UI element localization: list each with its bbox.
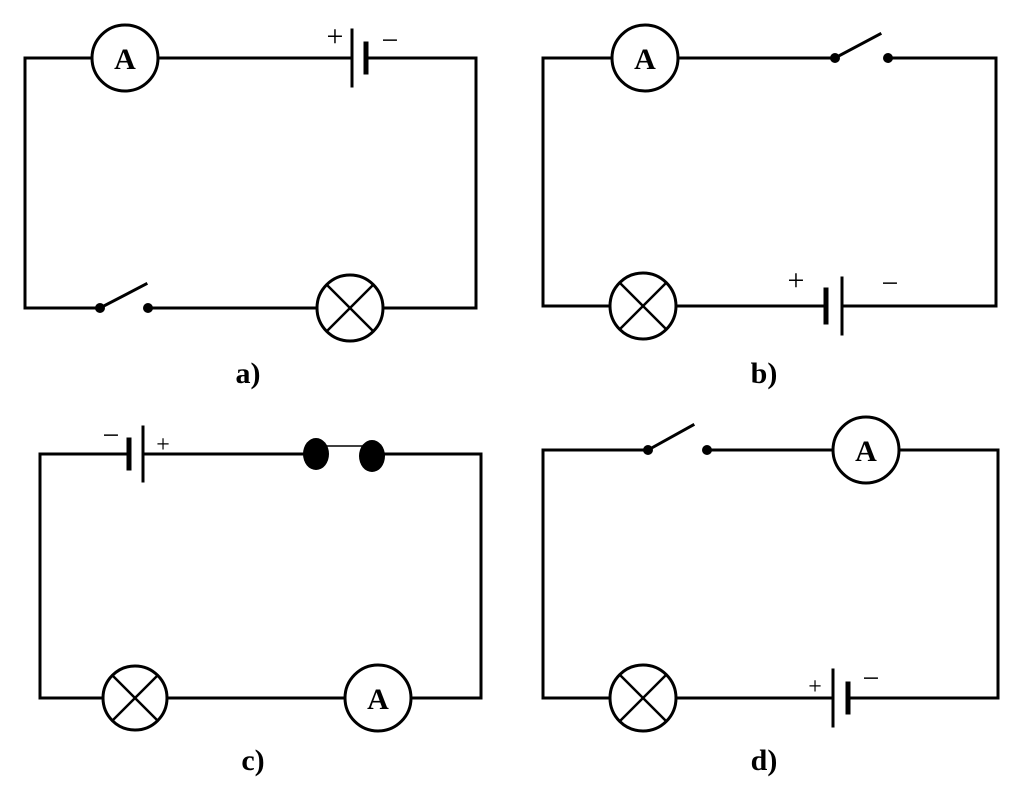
circuit-a: A + − a) — [23, 20, 478, 390]
battery-plus-sign: + — [327, 20, 344, 53]
circuit-c-switch — [303, 438, 385, 472]
circuit-d-lamp — [608, 663, 678, 733]
circuit-d-battery: + − — [808, 662, 880, 728]
circuit-d: A + − d) — [541, 415, 1000, 777]
battery-minus-sign: − — [382, 24, 399, 57]
circuit-c-lamp — [101, 664, 169, 732]
circuit-d-caption: d) — [751, 744, 778, 777]
circuit-b-battery: + − — [788, 264, 899, 336]
circuit-c-battery: − + — [103, 419, 170, 483]
circuit-d-switch — [643, 422, 712, 455]
circuit-b-wire — [541, 56, 998, 308]
circuit-a-lamp — [315, 273, 385, 343]
battery-minus-sign: − — [882, 267, 899, 300]
ammeter-label: A — [855, 435, 877, 468]
ammeter-label: A — [114, 43, 136, 76]
circuit-b-ammeter: A — [610, 23, 680, 93]
circuit-c: − + A c) — [38, 419, 483, 777]
battery-plus-sign: + — [788, 264, 805, 297]
circuit-c-ammeter: A — [343, 663, 413, 733]
circuit-b-switch — [830, 31, 893, 63]
battery-minus-sign: − — [103, 419, 120, 452]
circuit-a-wire — [23, 56, 478, 310]
circuit-b: A + − b) — [541, 23, 998, 390]
circuit-b-caption: b) — [751, 357, 778, 390]
circuit-d-ammeter: A — [831, 415, 901, 485]
circuit-a-switch — [95, 281, 153, 313]
circuit-a-caption: a) — [236, 357, 261, 390]
ammeter-label: A — [634, 43, 656, 76]
battery-minus-sign: − — [863, 662, 880, 695]
battery-plus-sign: + — [808, 674, 822, 700]
battery-plus-sign: + — [156, 432, 170, 458]
circuit-a-battery: + − — [327, 20, 399, 88]
circuit-c-caption: c) — [241, 744, 264, 777]
circuit-d-wire — [541, 448, 1000, 700]
circuit-a-ammeter: A — [90, 23, 160, 93]
circuit-c-wire — [38, 452, 483, 700]
ammeter-label: A — [367, 683, 389, 716]
circuit-b-lamp — [608, 271, 678, 341]
